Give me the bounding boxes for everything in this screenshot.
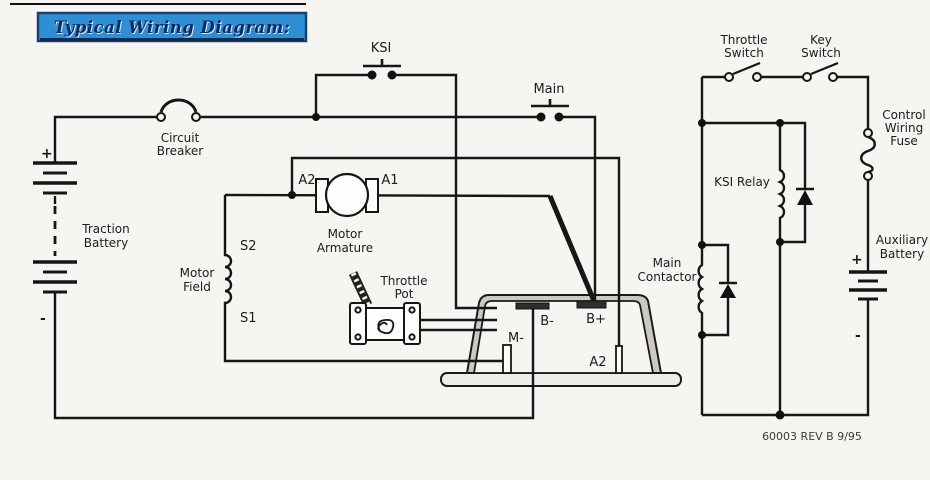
throttle-pot [348, 271, 421, 345]
wire-ksi-branch-left [314, 73, 369, 117]
junction-contactor-top [698, 241, 706, 249]
ksi-switch [363, 59, 401, 80]
wire-relay-top [702, 121, 807, 189]
labels: + - Traction Battery Circuit Breaker KSI… [40, 33, 928, 443]
wire-a2-branch [290, 156, 621, 350]
wire-contactor-diode-top [702, 243, 730, 282]
circuit-breaker-label-1: Circuit [161, 131, 200, 145]
throttle-pot-label-1: Throttle [379, 274, 427, 288]
motor-field-label-2: Field [183, 280, 211, 294]
armature-terminal-a1: A1 [381, 173, 398, 188]
diode-triangle [797, 190, 813, 205]
motor-armature-label-1: Motor [328, 227, 363, 241]
main-contactor-label-2: Contactor [638, 270, 697, 284]
revision-text: 60003 REV B 9/95 [762, 430, 862, 443]
terminal-m-minus-bar [502, 344, 512, 374]
junction-rail-relay [698, 119, 706, 127]
field-terminal-s1: S1 [240, 311, 257, 326]
control-wiring-fuse-label-3: Fuse [890, 134, 918, 148]
armature-circle [324, 172, 370, 218]
traction-battery-label-1: Traction [81, 222, 129, 236]
auxiliary-battery-label-2: Battery [880, 247, 924, 261]
traction-battery-plus: + [41, 146, 53, 162]
controller-terminal-m-minus: M- [508, 331, 524, 346]
motor-controller [440, 294, 682, 387]
terminal-a2-bar [615, 345, 623, 374]
throttle-pot-label-2: Pot [395, 287, 414, 301]
controller-terminal-a2: A2 [589, 355, 606, 370]
main-switch [531, 99, 569, 122]
terminal-b-plus-bar [576, 300, 607, 309]
junction-relay-coil-bottom [776, 238, 784, 246]
wire-bminus-bus [53, 292, 535, 420]
auxiliary-battery-minus: - [855, 328, 861, 344]
key-switch-label-1: Key [810, 33, 832, 47]
wire-relay-diode-bottom [780, 204, 807, 244]
wire-main-to-bplus [562, 115, 597, 302]
motor-armature [315, 172, 379, 218]
motor-armature-label-2: Armature [317, 241, 373, 255]
main-contactor-diode [719, 281, 737, 298]
controller-base [440, 372, 682, 387]
controller-inner-shell [472, 300, 655, 374]
circuit-breaker-label-2: Breaker [157, 144, 204, 158]
key-switch-label-2: Switch [801, 46, 841, 60]
main-contactor-label-1: Main [653, 256, 682, 270]
throttle-switch-label-2: Switch [724, 46, 764, 60]
circuit-breaker [156, 98, 201, 122]
motor-field-label-1: Motor [180, 266, 215, 280]
cable-armature-to-bplus [547, 195, 597, 302]
wire-ksi-to-controller [395, 73, 497, 310]
wire-key-to-fuse [836, 75, 870, 129]
armature-terminal-a2: A2 [298, 173, 315, 188]
terminal-b-minus-bar [515, 302, 550, 310]
controller-terminal-b-minus: B- [540, 314, 554, 329]
junction-armature-a2 [288, 191, 296, 199]
wire-relay-coil-column [776, 123, 786, 415]
page-title-emboss: Typical Wiring Diagram: [55, 19, 292, 38]
diode-triangle [720, 284, 736, 298]
traction-battery-label-2: Battery [84, 236, 128, 250]
auxiliary-battery-label-1: Auxiliary [876, 233, 928, 247]
wire-battery-to-breaker [53, 115, 157, 163]
controller-terminal-b-plus: B+ [586, 312, 606, 327]
wire-contactor-diode-bottom [702, 297, 730, 337]
traction-battery-minus: - [40, 311, 46, 327]
traction-battery [33, 161, 77, 294]
control-wiring-fuse-label-2: Wiring [885, 121, 923, 135]
pot-body [365, 307, 405, 341]
wire-aux-minus-bus [702, 299, 870, 417]
field-terminal-s2: S2 [240, 239, 257, 254]
throttle-switch [724, 61, 762, 82]
page-title: Typical Wiring Diagram: [54, 18, 291, 37]
ksi-switch-label: KSI [371, 41, 392, 56]
ksi-relay-label: KSI Relay [714, 175, 770, 189]
breaker-arc [159, 98, 198, 113]
pot-lever [348, 271, 373, 307]
wire-left-rail-contactor-coil [697, 77, 705, 415]
auxiliary-battery-plus: + [851, 252, 863, 268]
title-banner: Typical Wiring Diagram: Typical Wiring D… [36, 11, 308, 43]
wire-field-coil-to-mminus [223, 195, 504, 363]
throttle-switch-label-1: Throttle [719, 33, 767, 47]
junction-contactor-bottom [698, 331, 706, 339]
fuse-cap-bottom [863, 171, 873, 181]
controller-terminals [502, 300, 623, 374]
junction-breaker-ksi [312, 113, 320, 121]
fuse-cap-top [863, 128, 873, 138]
wire-field-armature [224, 193, 551, 198]
junction-bus-relay [775, 410, 785, 420]
pot-wiper-scribble [377, 318, 395, 335]
auxiliary-battery [849, 270, 887, 301]
fuse-element [860, 135, 876, 174]
control-wiring-fuse-label-1: Control [882, 108, 925, 122]
key-switch [802, 61, 839, 82]
junction-relay-coil-top [776, 119, 784, 127]
main-switch-label: Main [533, 82, 564, 97]
ksi-relay-diode [796, 187, 814, 205]
